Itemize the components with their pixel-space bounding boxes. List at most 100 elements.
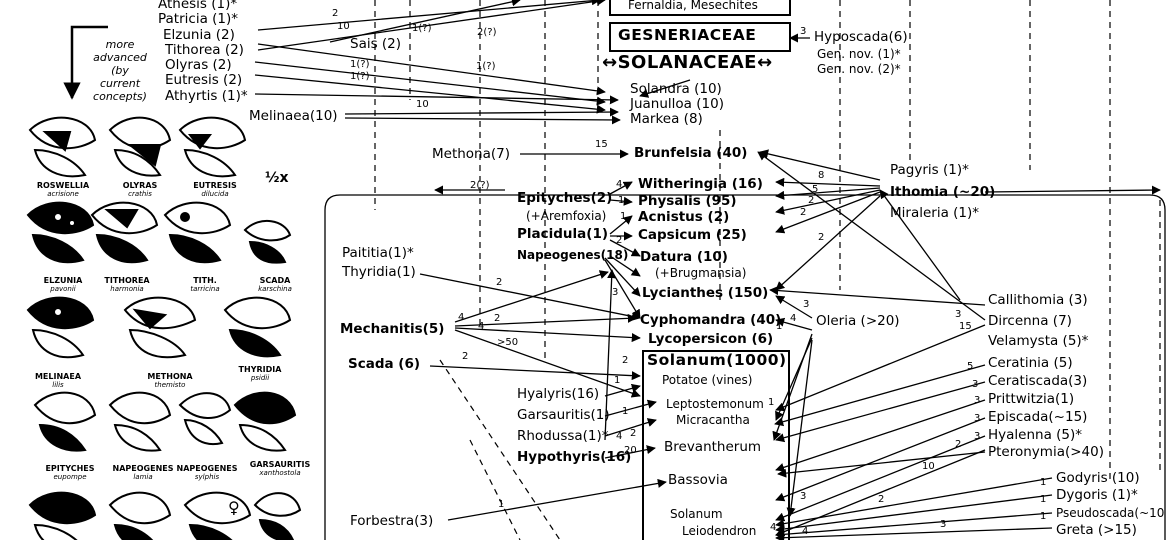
gesneriaceae-box: [609, 22, 791, 52]
edge-count: 4: [616, 431, 623, 442]
plant-micracantha: Micracantha: [676, 413, 750, 427]
edge-count: 1: [768, 397, 775, 408]
butterfly-tithorea: Tithorea (2): [165, 42, 244, 58]
plant-capsicum: Capsicum (25): [638, 227, 747, 243]
butterfly-pagyris: Pagyris (1)*: [890, 162, 969, 178]
solanum-box-label: Solanum(1000): [647, 351, 787, 369]
edge-count: 2: [818, 232, 825, 243]
butterfly-olyras: Olyras (2): [165, 57, 232, 73]
edge-count: 1(?): [350, 71, 370, 82]
butterfly-elzunia: Elzunia (2): [163, 27, 235, 43]
butterfly-athesis: Athesis (1)*: [158, 0, 238, 12]
edge-count: 1: [776, 321, 783, 332]
butterfly-dircenna: Dircenna (7): [988, 313, 1072, 329]
butterfly-miraleria: Miraleria (1)*: [890, 205, 980, 221]
plant-juanulloa: Juanulloa (10): [630, 96, 724, 112]
fernaldia-label: Fernaldia, Mesechites: [628, 0, 758, 12]
plant-witheringia: Witheringia (16): [638, 176, 763, 192]
butterfly-hyalyris: Hyalyris(16): [517, 386, 600, 402]
butterfly-prittwitzia: Prittwitzia(1): [988, 391, 1075, 407]
edge-count: 1: [498, 499, 505, 510]
edge-count: 1(?): [412, 23, 432, 34]
gesneriaceae-label: GESNERIACEAE: [618, 26, 757, 44]
plant-markea: Markea (8): [630, 111, 703, 127]
edge-count: 3: [955, 309, 962, 320]
solanum-box: [642, 350, 790, 540]
fernaldia-box: [609, 0, 791, 16]
edge-count: 2(?): [477, 27, 497, 38]
plant-lycianthes: Lycianthes (150): [642, 285, 769, 301]
solanaceae-label: ↔SOLANACEAE↔: [602, 52, 773, 73]
plant-brevantherum: Brevantherum: [664, 439, 762, 455]
edge-count: 2: [630, 428, 637, 439]
butterfly-athyrtis: Athyrtis (1)*: [165, 88, 248, 104]
female-symbol: ♀: [228, 498, 240, 517]
edge-count: 3: [612, 287, 619, 298]
butterfly-methona: Methona(7): [432, 146, 511, 162]
butterfly-plates: [26, 116, 302, 540]
plant-cyphomandra: Cyphomandra (40): [640, 312, 782, 328]
butterfly-hypothyris: Hypothyris(16): [517, 449, 632, 465]
dashed-guides: [374, 0, 1161, 540]
butterfly-dygoris: Dygoris (1)*: [1056, 487, 1138, 503]
edge-count: 15: [595, 139, 608, 150]
edge-count: 5: [812, 184, 819, 195]
edge-count: 3: [972, 379, 979, 390]
advanced-arrow: [63, 25, 108, 100]
edge-count: 2: [955, 439, 962, 450]
figure-caption: TITH.tarricina: [190, 276, 220, 293]
butterfly-hyposcada: Hyposcada(6): [814, 29, 908, 45]
edge-count: 1: [620, 211, 627, 222]
plant-acnistus: Acnistus (2): [638, 209, 730, 225]
butterfly-eutresis: Eutresis (2): [165, 72, 243, 88]
edge-count: 2: [808, 195, 815, 206]
plant-brunfelsia: Brunfelsia (40): [634, 145, 748, 161]
solanaceae-enclosure: [324, 194, 1166, 540]
edge-count: >50: [497, 337, 519, 348]
plant-physalis: Physalis (95): [638, 193, 737, 209]
edge-count: 2: [622, 355, 629, 366]
butterfly-callithomia: Callithomia (3): [988, 292, 1088, 308]
edge-count: 1: [622, 406, 629, 417]
butterfly-rhodussa: Rhodussa(1)*: [517, 428, 609, 444]
plant-lycopersicon: Lycopersicon (6): [648, 331, 774, 347]
edge-count: 15: [959, 321, 972, 332]
butterfly-paititia: Paititia(1)*: [342, 245, 414, 261]
edge-count: 4: [458, 312, 465, 323]
butterfly-forbestra: Forbestra(3): [350, 513, 434, 529]
butterfly-oleria: Oleria (>20): [816, 313, 900, 329]
plant-solanum: Solanum: [670, 507, 723, 521]
butterfly-thyridia: Thyridia(1): [342, 264, 416, 280]
butterfly-napeogenes: Napeogenes(18): [517, 248, 629, 262]
edge-count: 1: [1040, 477, 1047, 488]
edge-count: 3: [803, 299, 810, 310]
butterfly-mechanitis: Mechanitis(5): [340, 321, 445, 337]
butterfly-gennov2: Gen. nov. (2)*: [817, 62, 901, 76]
edge-count: 1(?): [350, 59, 370, 70]
plant-bassovia: Bassovia: [668, 472, 728, 488]
edge-count: 4: [802, 526, 809, 537]
butterfly-ceratiscada: Ceratiscada(3): [988, 373, 1088, 389]
edge-count: 3: [974, 413, 981, 424]
edge-count: 1: [614, 375, 621, 386]
edge-count: 3: [974, 431, 981, 442]
edge-count: 2(?): [470, 180, 490, 191]
plant-potatoe: Potatoe (vines): [662, 373, 753, 387]
edge-count: 1: [1040, 511, 1047, 522]
butterfly-melinaea: Melinaea(10): [249, 108, 338, 124]
plant-leiodendron: Leiodendron: [682, 524, 757, 538]
butterfly-scada: Scada (6): [348, 356, 421, 372]
